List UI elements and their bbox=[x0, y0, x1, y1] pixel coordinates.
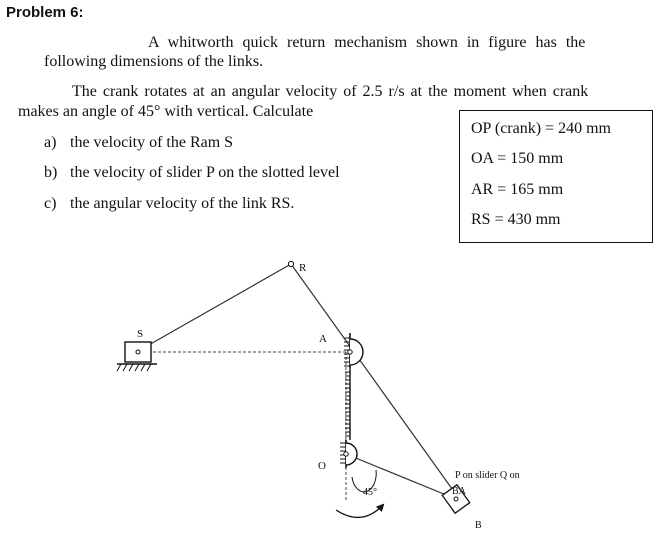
slider-s bbox=[116, 341, 157, 372]
given-line-2: makes an angle of 45° with vertical. Cal… bbox=[18, 103, 314, 120]
pivot-o bbox=[340, 440, 358, 468]
pin-r bbox=[287, 260, 295, 268]
problem-heading: Problem 6: bbox=[6, 4, 84, 21]
crank-op bbox=[345, 453, 457, 500]
question-marker: a) bbox=[44, 134, 57, 151]
slotted-lever bbox=[290, 263, 461, 501]
rotation-arrow bbox=[335, 503, 385, 518]
question-text: the angular velocity of the link RS. bbox=[70, 195, 295, 212]
question-text: the velocity of the Ram S bbox=[70, 134, 234, 151]
label-s: S bbox=[137, 328, 143, 340]
slider-p bbox=[441, 483, 471, 515]
question-a: a) the velocity of the Ram S bbox=[44, 134, 233, 152]
intro-line-1: A whitworth quick return mechanism shown… bbox=[148, 34, 586, 51]
dimension-op: OP (crank) = 240 mm bbox=[471, 120, 611, 137]
dimension-rs: RS = 430 mm bbox=[471, 211, 561, 228]
dimension-ar: AR = 165 mm bbox=[471, 181, 564, 198]
slider-note-line-1: P on slider Q on bbox=[455, 470, 520, 481]
given-line-1: The crank rotates at an angular velocity… bbox=[72, 83, 589, 100]
label-o: O bbox=[318, 460, 326, 472]
frame-column bbox=[345, 368, 351, 440]
dimensions-box: OP (crank) = 240 mm OA = 150 mm AR = 165… bbox=[459, 110, 653, 243]
intro-line-2: following dimensions of the links. bbox=[44, 53, 264, 70]
label-r: R bbox=[299, 262, 307, 274]
label-a: A bbox=[319, 333, 327, 345]
question-text: the velocity of slider P on the slotted … bbox=[70, 164, 340, 181]
label-b: B bbox=[475, 520, 482, 531]
angle-arc bbox=[351, 469, 377, 493]
dimension-oa: OA = 150 mm bbox=[471, 150, 564, 167]
question-marker: c) bbox=[44, 195, 57, 212]
pivot-a bbox=[344, 333, 364, 368]
question-c: c) the angular velocity of the link RS. bbox=[44, 195, 294, 213]
link-rs bbox=[139, 263, 292, 351]
question-marker: b) bbox=[44, 164, 58, 181]
angle-label: 45° bbox=[363, 487, 377, 498]
slider-note-line-2: BA bbox=[452, 486, 467, 497]
question-b: b) the velocity of slider P on the slotte… bbox=[44, 164, 340, 182]
